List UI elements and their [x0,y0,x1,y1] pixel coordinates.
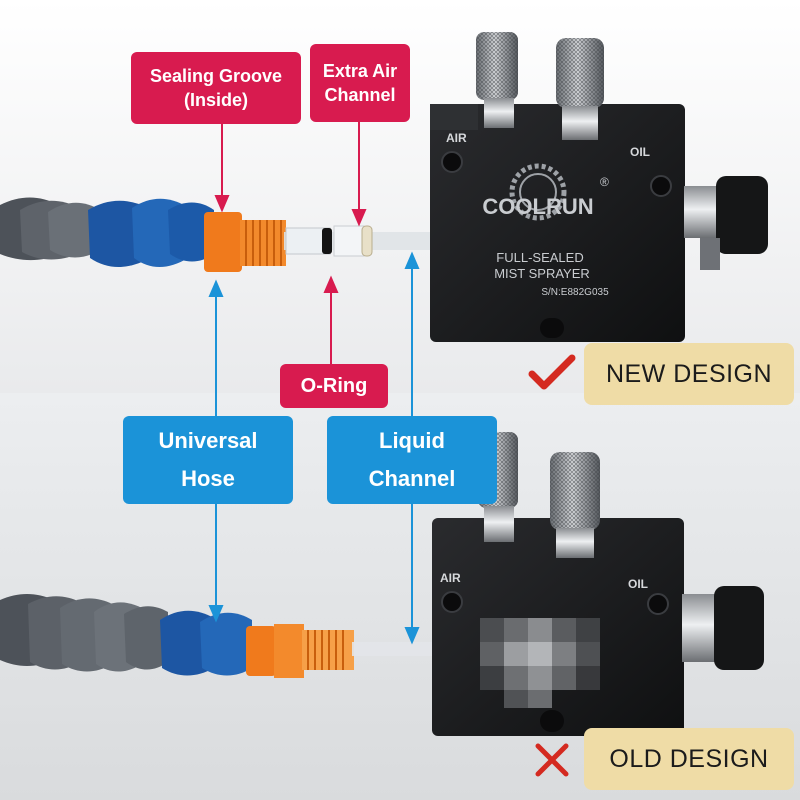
new-design-badge: NEW DESIGN [584,343,794,405]
old-air-label: AIR [440,571,461,585]
blurred-logo-area [480,618,600,708]
universal-hose-label: Universal Hose [123,416,293,504]
registered-mark: ® [600,175,609,189]
blue-callout-arrows [208,251,420,645]
old-blue-hose [160,610,252,676]
o-ring-shape [322,228,332,254]
new-orange-fitting [204,212,286,272]
block-line-1: FULL-SEALED [496,250,583,265]
new-blue-hose [88,198,214,267]
new-clear-insert [284,225,434,257]
cross-icon [532,740,572,780]
liquid-channel-label: Liquid Channel [327,416,497,504]
old-push-fitting [682,586,764,670]
old-orange-fitting [246,624,354,678]
new-push-fitting [684,176,768,270]
old-gray-hose [0,594,168,672]
o-ring-label: O-Ring [280,364,388,408]
check-icon [528,352,576,392]
old-clear-tube [352,642,442,656]
new-gray-hose [0,197,100,261]
air-label: AIR [446,131,467,145]
old-oil-label: OIL [628,577,648,591]
oil-label: OIL [630,145,650,159]
new-sprayer-block: COOLRUN ® FULL-SEALED MIST SPRAYER S/N:E… [430,104,685,342]
old-sprayer-block: AIR OIL [432,518,684,736]
new-adjust-knobs [476,32,604,140]
block-line-2: MIST SPRAYER [494,266,590,281]
extra-air-channel-label: Extra Air Channel [310,44,410,122]
old-design-badge: OLD DESIGN [584,728,794,790]
brand-logo-text: COOLRUN [482,194,593,219]
red-callout-arrows [214,122,367,364]
sealing-groove-label: Sealing Groove (Inside) [131,52,301,124]
serial-number: S/N:E882G035 [541,287,609,298]
